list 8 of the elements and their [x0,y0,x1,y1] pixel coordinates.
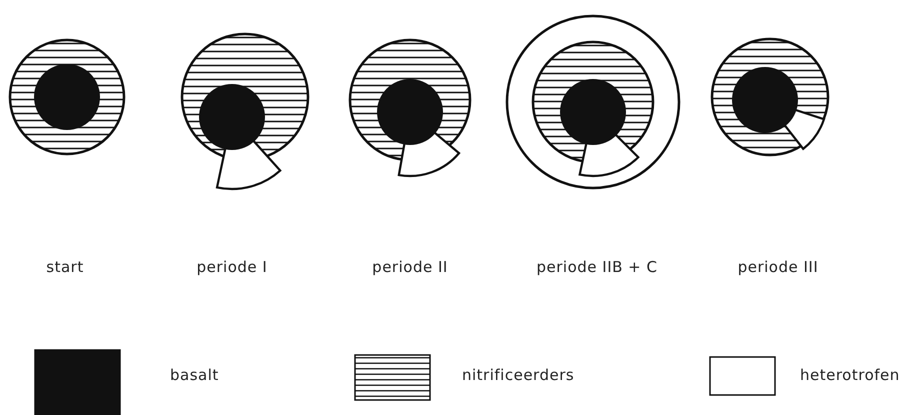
legend-label: basalt [170,366,219,384]
legend-label: heterotrofen [800,366,900,384]
legend-label: nitrificeerders [462,366,574,384]
period-label: periode I [196,258,268,276]
period-label: periode IIB + C [536,258,658,276]
period-label: start [46,258,84,276]
period-label: periode II [372,258,448,276]
period-label: periode III [738,258,818,276]
